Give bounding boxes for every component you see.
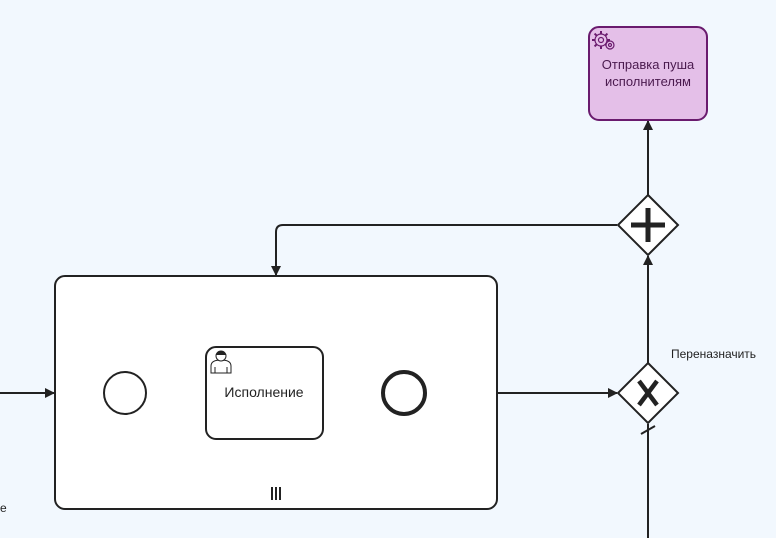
parallel-gateway[interactable]	[616, 193, 680, 257]
exclusive-gateway[interactable]	[616, 361, 680, 425]
flow-parallel-to-subprocess[interactable]	[271, 224, 617, 276]
parallel-multi-instance-icon	[271, 487, 281, 500]
service-task-label-line2: исполнителям	[605, 74, 691, 89]
plus-icon	[631, 208, 665, 242]
x-icon	[637, 379, 659, 407]
user-icon	[210, 350, 232, 374]
service-task-label-line1: Отправка пуша	[602, 57, 695, 72]
start-event[interactable]	[103, 371, 147, 415]
flow-label-partial: е	[0, 501, 7, 515]
gear-icon	[592, 31, 615, 50]
service-task-push[interactable]: Отправка пуша исполнителям	[588, 26, 708, 121]
flow-label-reassign: Переназначить	[671, 347, 756, 361]
end-event[interactable]	[381, 370, 427, 416]
user-task-label: Исполнение	[224, 384, 303, 400]
user-task[interactable]: Исполнение	[205, 346, 324, 440]
default-flow-marker	[640, 425, 656, 435]
